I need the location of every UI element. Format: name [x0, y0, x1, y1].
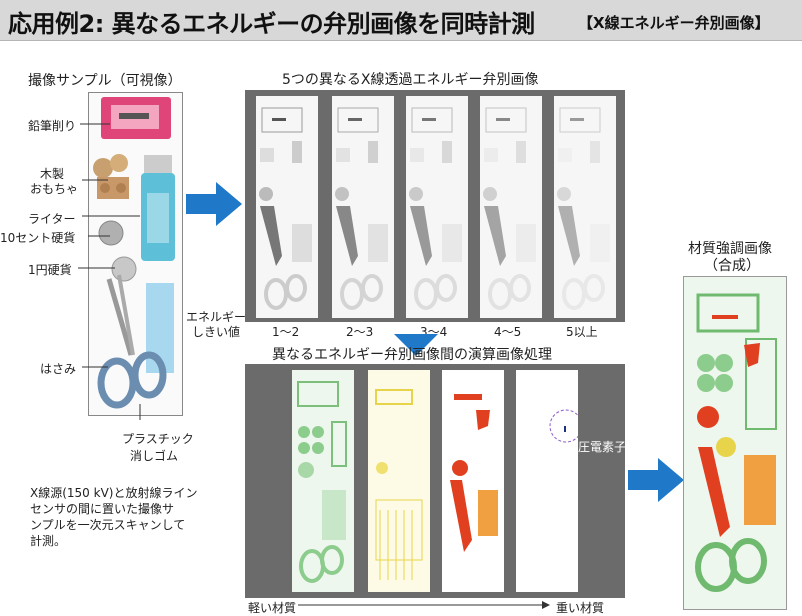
processing-strip-green [292, 370, 354, 592]
sample-note-line-2: センサの間に置いた撮像サ [30, 502, 175, 516]
result-heading-2: （合成） [704, 258, 760, 274]
page-subtitle: 【X線エネルギー弁別画像】 [578, 14, 770, 32]
threshold-label: エネルギー しきい値 [186, 310, 246, 340]
threshold-label-1: エネルギー [186, 310, 247, 324]
page-title: 応用例2: 異なるエネルギーの弁別画像を同時計測 [8, 10, 535, 38]
energy-strip-1 [256, 96, 318, 318]
label-eraser-1: プラスチック [122, 432, 194, 446]
result-heading-1: 材質強調画像 [688, 241, 772, 257]
processing-strip-red [442, 370, 504, 592]
result-image [683, 276, 787, 610]
material-axis-arrow [278, 601, 550, 609]
energy-strip-3 [406, 96, 468, 318]
bin-label-4: 4〜5 [494, 325, 522, 339]
label-coin-1yen: 1円硬貨 [28, 263, 72, 277]
sample-note-line-3: ンプルを一次元スキャンして [30, 518, 186, 532]
sample-note: X線源(150 kV)と放射線ライン センサの間に置いた撮像サ ンプルを一次元ス… [30, 485, 197, 549]
light-material-label: 軽い材質 [246, 599, 299, 616]
label-wood-toy-1: 木製 [40, 167, 65, 181]
processing-panel-heading: 異なるエネルギー弁別画像間の演算画像処理 [272, 347, 552, 363]
energy-strip-5 [554, 96, 616, 318]
sample-note-line-4: 計測。 [30, 534, 67, 548]
label-wood-toy-2: おもちゃ [30, 182, 79, 196]
label-coin-10: 10セント硬貨 [0, 231, 76, 245]
label-lighter: ライター [28, 212, 76, 226]
energy-strip-2 [332, 96, 394, 318]
bin-label-5: 5以上 [566, 325, 598, 339]
bin-label-1: 1〜2 [272, 325, 300, 339]
sample-note-line-1: X線源(150 kV)と放射線ライン [30, 486, 198, 500]
label-scissors: はさみ [40, 362, 77, 376]
processing-strip-yellow [368, 370, 430, 592]
heavy-material-label: 重い材質 [554, 599, 607, 616]
threshold-label-2: しきい値 [192, 325, 241, 339]
header-bar [0, 0, 802, 41]
sample-heading: 撮像サンプル（可視像） [28, 73, 182, 89]
arrow-right-icon [186, 182, 242, 226]
arrow-right-icon-2 [628, 458, 684, 502]
label-sharpener: 鉛筆削り [28, 119, 77, 133]
energy-panel-heading: 5つの異なるX線透過エネルギー弁別画像 [282, 72, 539, 88]
piezo-label: 圧電素子 [578, 440, 627, 454]
sample-photo [88, 92, 183, 416]
energy-strip-4 [480, 96, 542, 318]
label-eraser-2: 消しゴム [130, 449, 179, 463]
bin-label-2: 2〜3 [346, 325, 374, 339]
processing-strip-blue [516, 370, 578, 592]
arrow-down-icon [394, 334, 438, 356]
